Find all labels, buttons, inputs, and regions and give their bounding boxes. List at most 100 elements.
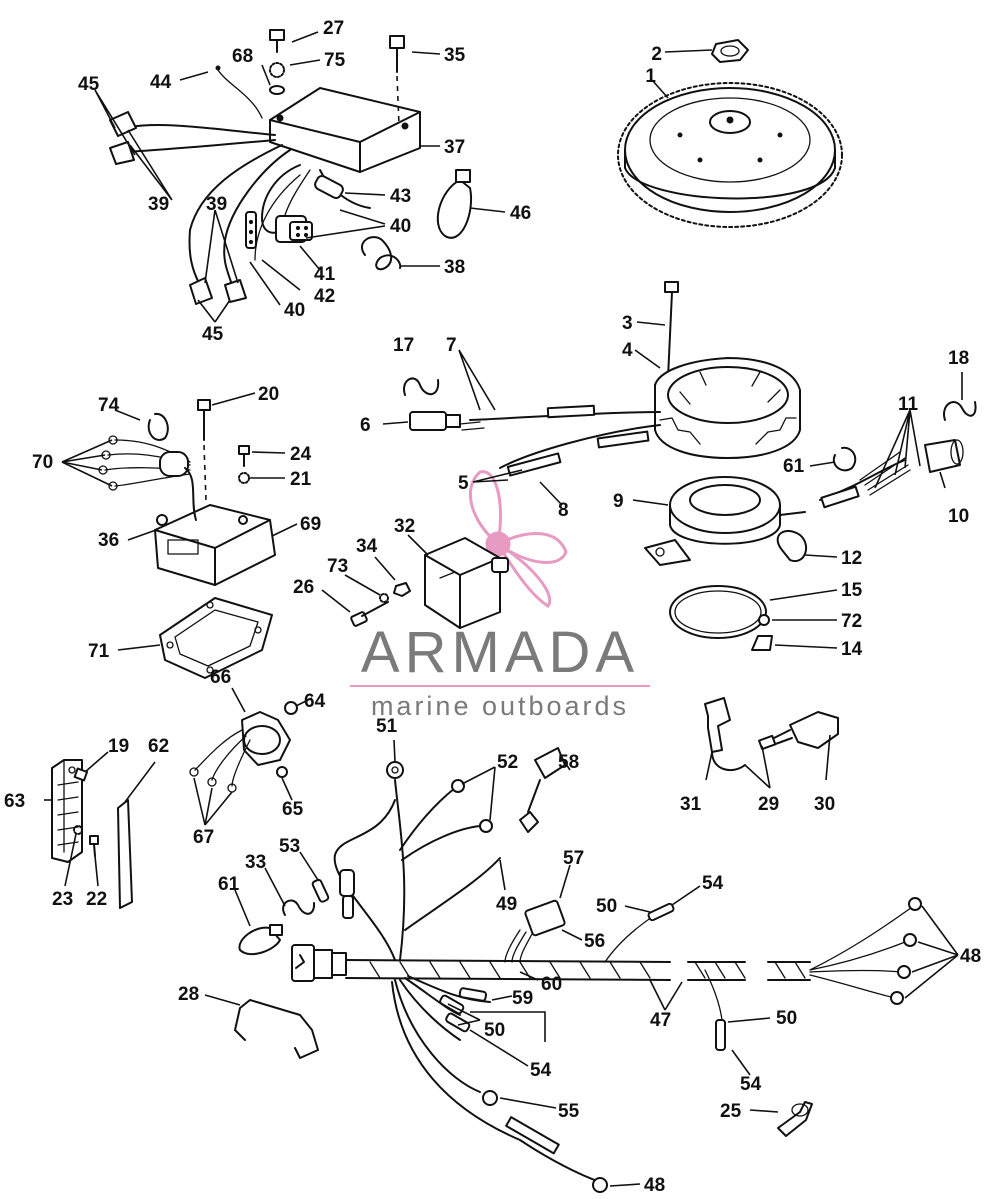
callout-67: 67 — [193, 827, 214, 848]
callout-56: 56 — [584, 931, 605, 952]
callout-39a: 39 — [148, 194, 169, 215]
callout-2: 2 — [651, 44, 662, 65]
callout-64: 64 — [304, 691, 326, 712]
callout-59: 59 — [512, 988, 533, 1009]
callout-44: 44 — [150, 72, 172, 93]
boot-31 — [704, 697, 746, 772]
callout-57: 57 — [563, 848, 584, 869]
watermark-logo: ARMADA marine outboards — [350, 470, 650, 721]
callout-27: 27 — [323, 18, 344, 39]
callout-43: 43 — [390, 186, 411, 207]
callout-36: 36 — [98, 530, 119, 551]
rectifier-module — [154, 504, 276, 586]
callout-54c: 54 — [740, 1074, 762, 1095]
spark-plug-lead-boots-45 — [109, 111, 247, 305]
callout-53: 53 — [279, 836, 300, 857]
callout-19: 19 — [108, 736, 129, 757]
callout-73: 73 — [327, 556, 348, 577]
callout-49: 49 — [496, 894, 517, 915]
callout-51: 51 — [376, 716, 398, 737]
callout-24: 24 — [290, 444, 312, 465]
power-pack — [269, 87, 421, 173]
connector-10 — [924, 439, 964, 473]
callout-4: 4 — [622, 340, 633, 361]
boot-30 — [758, 711, 839, 751]
callout-10: 10 — [948, 506, 969, 527]
callout-62: 62 — [148, 736, 169, 757]
washer-75 — [269, 62, 285, 78]
callout-23: 23 — [52, 889, 73, 910]
strap-46 — [436, 169, 473, 239]
callout-42: 42 — [314, 286, 335, 307]
callout-15: 15 — [841, 580, 863, 601]
callout-9: 9 — [613, 491, 624, 512]
callout-50c: 50 — [776, 1008, 797, 1029]
callout-18: 18 — [948, 348, 969, 369]
callout-40b: 40 — [284, 300, 305, 321]
callout-66: 66 — [210, 667, 231, 688]
callout-20: 20 — [258, 384, 279, 405]
callout-8: 8 — [558, 500, 569, 521]
flywheel — [617, 82, 843, 228]
callout-61a: 61 — [783, 456, 805, 477]
screw-20 — [197, 399, 211, 501]
power-pack-wires — [124, 124, 371, 286]
timer-base — [644, 476, 806, 566]
callout-46: 46 — [510, 203, 531, 224]
stator — [654, 357, 801, 459]
callout-12: 12 — [841, 548, 862, 569]
cover-62 — [117, 799, 133, 909]
washer-68 — [269, 85, 285, 95]
callout-22: 22 — [86, 889, 107, 910]
connector-42 — [245, 211, 257, 249]
callout-34: 34 — [356, 536, 378, 557]
callout-25: 25 — [720, 1101, 742, 1122]
callout-31: 31 — [680, 794, 702, 815]
callout-1: 1 — [645, 66, 656, 87]
callout-3: 3 — [622, 313, 633, 334]
callout-68: 68 — [232, 46, 253, 67]
leads-70 — [98, 435, 197, 521]
ignition-coil — [424, 537, 509, 629]
terminal-block-63 — [51, 759, 83, 863]
washer-21 — [238, 472, 250, 484]
strap-74 — [147, 412, 169, 441]
callout-29: 29 — [758, 794, 779, 815]
callout-71: 71 — [88, 641, 110, 662]
callout-60: 60 — [541, 974, 562, 995]
callout-58: 58 — [558, 752, 579, 773]
callout-11: 11 — [898, 394, 919, 415]
strap-12 — [776, 530, 808, 563]
clip-17 — [403, 377, 440, 396]
callout-21: 21 — [290, 469, 312, 490]
watermark-title: ARMADA — [361, 620, 639, 685]
callout-40a: 40 — [390, 216, 411, 237]
retainer-ring — [669, 585, 767, 639]
strap-61-lower — [238, 924, 283, 956]
callout-72: 72 — [841, 611, 862, 632]
stator-connector — [409, 411, 461, 431]
wire-44 — [215, 65, 263, 119]
callout-17: 17 — [393, 335, 414, 356]
callout-33: 33 — [245, 852, 266, 873]
relay-66 — [189, 711, 291, 793]
callout-63: 63 — [4, 791, 25, 812]
callout-32: 32 — [394, 516, 415, 537]
callout-38: 38 — [444, 257, 465, 278]
callout-39b: 39 — [206, 194, 227, 215]
leader-lines — [44, 31, 963, 1187]
callout-48b: 48 — [644, 1175, 665, 1196]
callout-65: 65 — [282, 799, 304, 820]
screw-35 — [389, 35, 405, 126]
callout-28: 28 — [178, 984, 199, 1005]
callout-48a: 48 — [960, 946, 981, 967]
screw-27 — [269, 29, 285, 53]
callout-45b: 45 — [202, 324, 224, 345]
callout-47: 47 — [650, 1010, 671, 1031]
callout-75: 75 — [324, 50, 346, 71]
callout-30: 30 — [814, 794, 835, 815]
screw-65 — [276, 766, 288, 778]
watermark-subtitle: marine outboards — [371, 691, 629, 721]
screw-19 — [73, 767, 89, 782]
clip-18 — [943, 401, 977, 421]
